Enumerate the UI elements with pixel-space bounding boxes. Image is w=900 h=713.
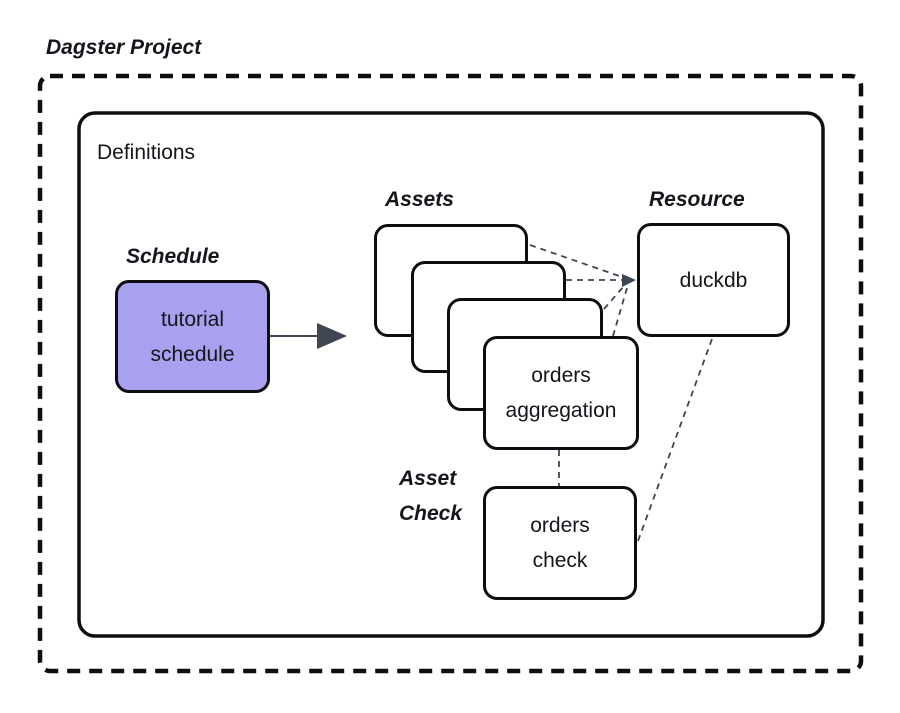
duckdb-to-check-link bbox=[637, 338, 713, 542]
orders-aggregation-node: orders aggregation bbox=[483, 336, 639, 450]
orders-check-node: orders check bbox=[483, 486, 637, 600]
duckdb-label: duckdb bbox=[679, 268, 748, 292]
schedule-label: Schedule bbox=[126, 245, 220, 268]
duckdb-link-arrowhead bbox=[622, 274, 636, 287]
orders-check-line1: orders bbox=[530, 514, 590, 537]
tutorial-schedule-line1: tutorial bbox=[160, 307, 225, 331]
assets-label: Assets bbox=[385, 188, 454, 211]
asset3-to-duckdb-link bbox=[603, 285, 625, 310]
asset1-to-duckdb-link bbox=[529, 244, 626, 279]
orders-check-line2: check bbox=[532, 549, 588, 572]
diagram-title: Dagster Project bbox=[46, 36, 202, 59]
asset-check-label: Asset Check bbox=[399, 461, 462, 531]
duckdb-node: duckdb bbox=[637, 223, 790, 337]
tutorial-schedule-line2: schedule bbox=[150, 342, 235, 366]
definitions-label: Definitions bbox=[97, 141, 196, 164]
asset4-to-duckdb-link bbox=[612, 287, 628, 337]
schedule-to-assets-arrowhead bbox=[317, 323, 347, 349]
definitions-border bbox=[77, 111, 825, 638]
tutorial-schedule-node: tutorial schedule bbox=[115, 280, 270, 393]
resource-label: Resource bbox=[649, 188, 745, 211]
dagster-project-border bbox=[37, 73, 864, 674]
asset-check-label-line2: Check bbox=[399, 502, 463, 525]
orders-aggregation-line2: aggregation bbox=[505, 399, 617, 422]
orders-aggregation-line1: orders bbox=[531, 364, 591, 387]
asset-check-label-line1: Asset bbox=[399, 467, 457, 490]
